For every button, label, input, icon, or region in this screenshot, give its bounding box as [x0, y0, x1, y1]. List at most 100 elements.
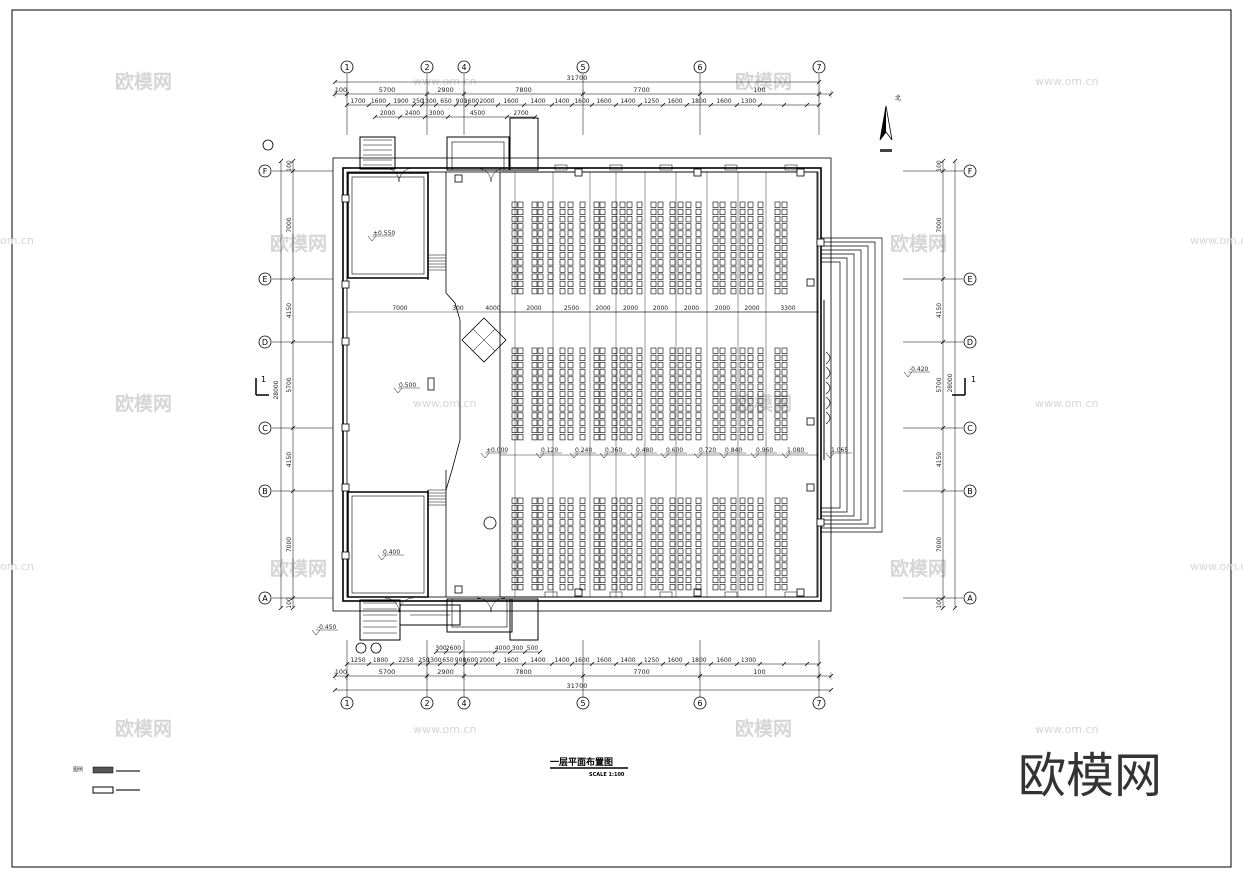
seat	[547, 280, 554, 288]
seat	[567, 419, 574, 426]
seat	[719, 237, 726, 244]
level-mark	[480, 452, 490, 459]
seat	[567, 562, 574, 569]
seat	[677, 288, 684, 295]
dimension-tick	[332, 687, 338, 693]
seat	[739, 533, 746, 540]
seat	[712, 526, 719, 533]
seat	[636, 512, 643, 519]
seat	[599, 576, 606, 584]
seat	[599, 369, 606, 376]
seat	[567, 223, 574, 230]
seat	[636, 208, 643, 215]
seat	[695, 237, 702, 244]
seat	[739, 398, 746, 405]
seat	[547, 362, 554, 369]
dimension-tick	[816, 661, 822, 667]
seat	[657, 383, 664, 390]
seat	[547, 376, 554, 383]
seat	[719, 390, 726, 398]
seat	[739, 569, 746, 576]
seat	[593, 540, 600, 548]
column	[341, 194, 350, 203]
axis-label-col: 7	[816, 699, 821, 708]
seat	[579, 519, 586, 526]
seat	[695, 259, 702, 266]
seat	[719, 540, 726, 548]
dimension-tick	[637, 102, 643, 108]
seat	[650, 434, 657, 441]
seat	[547, 519, 554, 526]
seat	[657, 201, 664, 208]
seat	[537, 412, 544, 419]
seat	[517, 390, 524, 398]
seat	[559, 426, 566, 434]
watermark-url: www.om.cn	[1190, 234, 1243, 247]
seat	[781, 519, 788, 526]
seat	[517, 576, 524, 584]
seat	[685, 519, 692, 526]
axis-label-row: A	[262, 594, 268, 603]
level-mark	[903, 371, 913, 378]
seat	[611, 273, 618, 280]
seat	[774, 354, 781, 362]
seat	[579, 383, 586, 390]
seat	[579, 569, 586, 576]
seat	[559, 230, 566, 237]
seat	[685, 369, 692, 376]
seat	[719, 362, 726, 369]
axis-bubble	[693, 60, 707, 74]
seat	[695, 426, 702, 434]
seat	[636, 244, 643, 251]
seat	[593, 562, 600, 569]
seat	[781, 354, 788, 362]
seat	[559, 555, 566, 562]
seat	[657, 266, 664, 273]
seat	[626, 347, 633, 354]
seat	[712, 398, 719, 405]
seat	[517, 434, 524, 441]
dimension-text: 1800	[373, 657, 388, 664]
seat	[685, 376, 692, 383]
seat	[685, 237, 692, 244]
watermark-url: www.om.cn	[1035, 723, 1098, 736]
dimension-tick	[385, 102, 391, 108]
seat	[757, 576, 764, 584]
seat	[517, 376, 524, 383]
seat	[636, 562, 643, 569]
seat	[547, 526, 554, 533]
seat	[559, 497, 566, 504]
seat	[677, 354, 684, 362]
seat	[537, 362, 544, 369]
seat	[677, 347, 684, 354]
seat	[739, 562, 746, 569]
seat	[685, 512, 692, 519]
dimension-tick	[437, 661, 443, 667]
seat	[650, 223, 657, 230]
seat	[537, 216, 544, 223]
seat	[774, 548, 781, 555]
seat	[669, 259, 676, 266]
dimension-total: 31700	[567, 682, 588, 690]
seat	[619, 419, 626, 426]
seat	[657, 533, 664, 540]
seat	[517, 369, 524, 376]
seat	[685, 412, 692, 419]
seat	[774, 376, 781, 383]
seat	[599, 497, 606, 504]
seat	[657, 526, 664, 533]
dimension-text: 1600	[716, 98, 731, 105]
outer-plinth	[332, 157, 832, 612]
axis-bubble	[963, 591, 977, 605]
seat	[511, 504, 518, 512]
seat	[531, 398, 538, 405]
seat	[611, 237, 618, 244]
seat	[650, 216, 657, 223]
seat	[669, 426, 676, 434]
seat	[567, 533, 574, 540]
seat	[650, 273, 657, 280]
seat	[579, 347, 586, 354]
seat	[511, 426, 518, 434]
seat	[677, 419, 684, 426]
dimension-tick	[940, 595, 946, 601]
